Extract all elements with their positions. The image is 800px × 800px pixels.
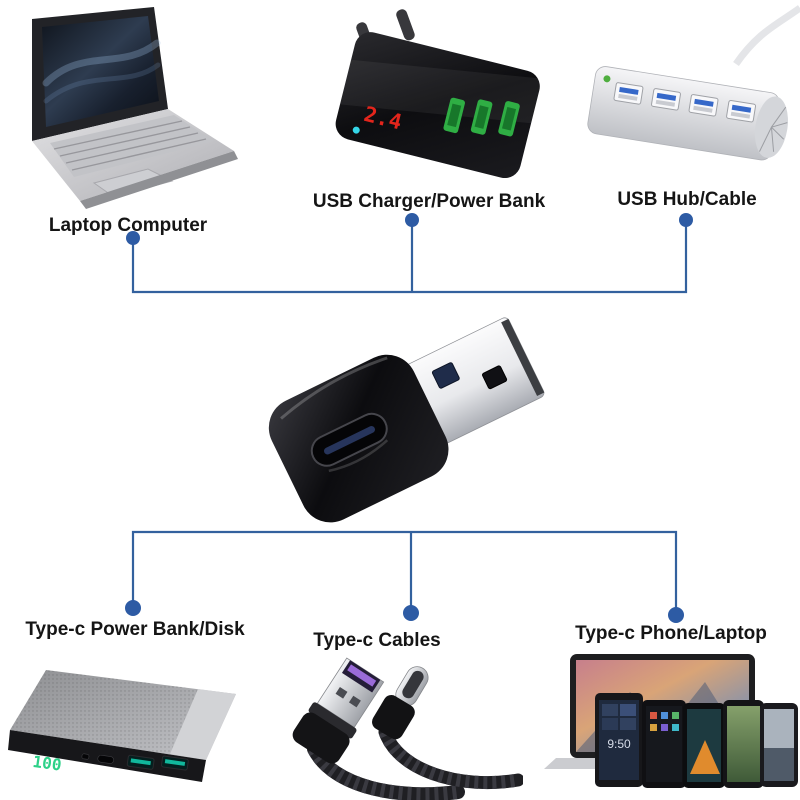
laptop-image (2, 5, 242, 222)
phone-5 (760, 703, 798, 787)
charger-body (335, 32, 540, 179)
type-c-phone-label: Type-c Phone/Laptop (575, 623, 767, 644)
power-bank-smooth-zone (170, 689, 236, 760)
type-c-cables-label: Type-c Cables (313, 630, 441, 651)
adapter-image (252, 296, 567, 533)
laptop-wallpaper-swirl (42, 39, 161, 104)
phone-4 (723, 700, 764, 788)
top-bracket-line (131, 221, 688, 294)
power-bank-ports (81, 753, 189, 771)
hub-usb-ports (613, 82, 757, 123)
laptop-key-rows (53, 120, 207, 171)
dot-power-bank (125, 600, 141, 616)
usb-charger-image: 2.4 (312, 8, 562, 198)
laptop-front-edge (80, 151, 238, 209)
usb-charger-label: USB Charger/Power Bank (312, 191, 546, 212)
power-bank-label: Type-c Power Bank/Disk (25, 619, 245, 640)
hub-power-led (603, 75, 611, 83)
charger-usb-ports (443, 97, 520, 137)
braided-cables (307, 725, 525, 800)
hub-end-cap (754, 96, 788, 158)
type-c-cables-image (278, 652, 525, 800)
charger-indicator-led (352, 126, 360, 134)
laptop-label: Laptop Computer (48, 215, 208, 236)
laptop-screen (42, 16, 159, 127)
power-bank-display: 100 (31, 752, 62, 775)
power-bank-image: 100 (8, 642, 260, 800)
phone-1: 9:50 (595, 693, 643, 787)
usb-hub-image (578, 2, 800, 195)
phones-laptop-image: 9:50 (540, 648, 800, 800)
phone-2 (642, 700, 686, 788)
dot-laptop (126, 231, 140, 245)
adapter-body (268, 354, 449, 523)
dot-cables (403, 605, 419, 621)
power-bank-texture (10, 670, 198, 754)
bottom-bracket-line (131, 530, 678, 613)
dot-hub (679, 213, 693, 227)
usb-c-connector (372, 666, 429, 740)
usb-a-connector (292, 657, 385, 764)
phone-clock: 9:50 (607, 737, 631, 751)
dot-phone (668, 607, 684, 623)
hub-cable (733, 5, 800, 66)
dot-charger (405, 213, 419, 227)
usb-hub-label: USB Hub/Cable (617, 189, 757, 210)
phone-3 (683, 703, 725, 788)
